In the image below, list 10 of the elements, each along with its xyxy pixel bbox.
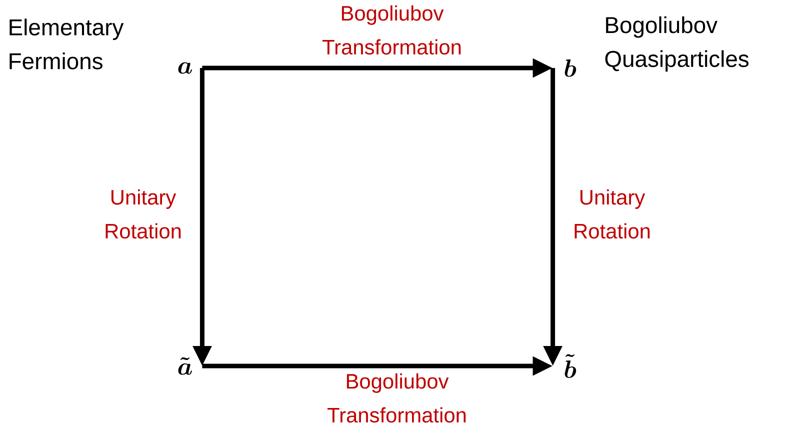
variable-symbol: $b$ (564, 59, 576, 77)
variable-symbol: $a$ (178, 62, 192, 74)
variable-symbol: $\tilde{a}$ (178, 357, 192, 375)
caption-text: Elementary Fermions (10, 18, 124, 70)
caption-text: Bogoliubov Quasiparticles (605, 16, 749, 72)
variable-symbol: $\tilde{b}$ (564, 354, 576, 378)
edge-label: Bogoliubov Transformation (322, 5, 461, 55)
edge-label: Unitary Rotation (574, 189, 650, 239)
edge-label: Bogoliubov Transformation (328, 373, 466, 423)
edge-label: Unitary Rotation (106, 189, 181, 239)
